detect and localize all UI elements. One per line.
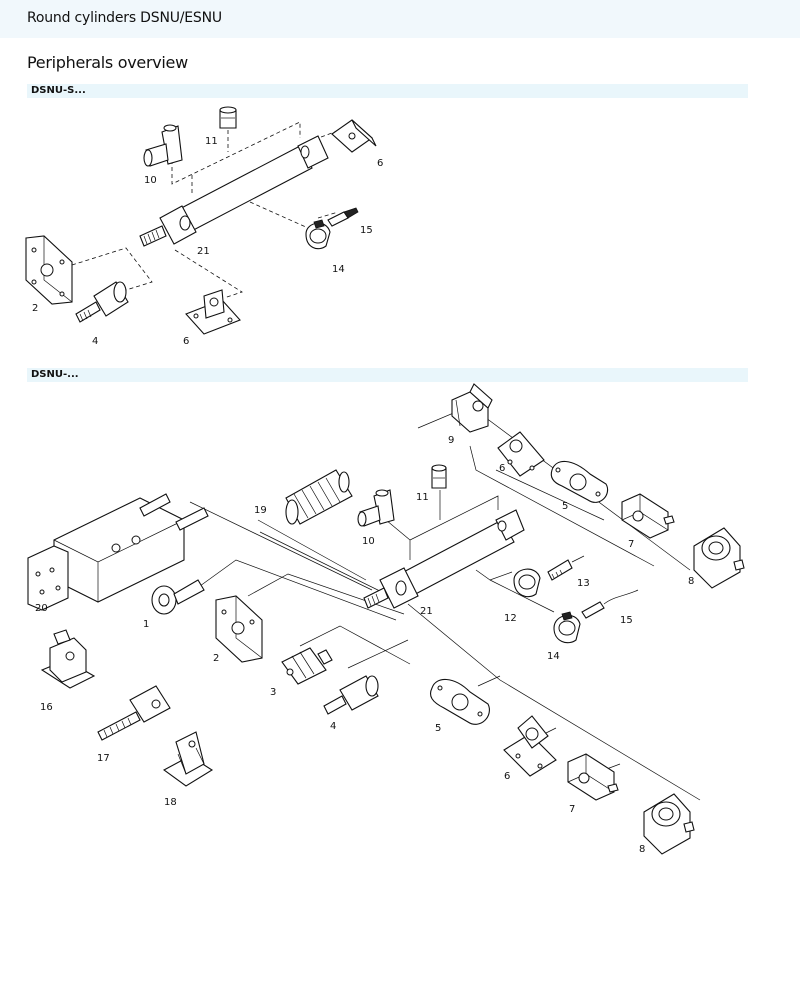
proximity-sensor-15-part bbox=[327, 207, 359, 227]
leader-line bbox=[477, 675, 501, 687]
cylinder-21-part bbox=[139, 135, 329, 247]
callout-6: 6 bbox=[377, 158, 383, 169]
mounting-kit-12-part bbox=[513, 568, 541, 598]
leader-line bbox=[317, 211, 339, 219]
guide-unit-20-part bbox=[27, 493, 209, 611]
callout-5b: 5 bbox=[435, 723, 441, 734]
proximity-sensor-15-part bbox=[581, 589, 639, 619]
leader-line bbox=[257, 519, 367, 581]
callout-14: 14 bbox=[547, 651, 560, 662]
callout-12: 12 bbox=[504, 613, 517, 624]
leader-line bbox=[347, 639, 409, 669]
mounting-kit-14-part bbox=[305, 219, 331, 250]
callout-7: 7 bbox=[628, 539, 634, 550]
leader-line bbox=[489, 579, 555, 613]
self-aligning-rod-coupler-4-part bbox=[75, 281, 129, 323]
callout-2: 2 bbox=[213, 653, 219, 664]
subheading-dsnu-label: DSNU-... bbox=[31, 369, 79, 380]
page-title: Peripherals overview bbox=[27, 53, 188, 72]
trunnion-flange-7-part bbox=[621, 493, 675, 539]
callout-18: 18 bbox=[164, 797, 177, 808]
callout-6: 6 bbox=[499, 463, 505, 474]
callout-6b: 6 bbox=[183, 336, 189, 347]
callout-15: 15 bbox=[360, 225, 373, 236]
clevis-bracket-18-part bbox=[162, 731, 214, 787]
callout-16: 16 bbox=[40, 702, 53, 713]
leader-line bbox=[385, 519, 411, 541]
push-in-fitting-11-part bbox=[431, 464, 447, 489]
leader-line bbox=[174, 249, 243, 299]
swivel-flange-5-part bbox=[550, 460, 608, 503]
leader-line bbox=[249, 201, 309, 229]
callout-19: 19 bbox=[254, 505, 267, 516]
foot-mounting-6b-part bbox=[185, 289, 241, 335]
leader-line bbox=[475, 569, 513, 581]
foot-mounting-6b-part bbox=[503, 715, 557, 777]
callout-5: 5 bbox=[562, 501, 568, 512]
top-header: Round cylinders DSNU/ESNU bbox=[0, 0, 800, 38]
callout-1: 1 bbox=[143, 619, 149, 630]
leader-line bbox=[71, 247, 153, 291]
callout-4: 4 bbox=[92, 336, 98, 347]
leader-line bbox=[259, 531, 391, 597]
trunnion-flange-7b-part bbox=[567, 753, 619, 801]
callout-14: 14 bbox=[332, 264, 345, 275]
diagram-dsnu-s: 11 10 6 15 21 14 2 4 6 bbox=[25, 106, 383, 347]
callout-2: 2 bbox=[32, 303, 38, 314]
leader-line bbox=[407, 603, 701, 801]
clevis-foot-9-part bbox=[451, 383, 493, 433]
swivel-flange-5b-part bbox=[429, 678, 490, 725]
callout-9: 9 bbox=[448, 435, 454, 446]
callout-20: 20 bbox=[35, 603, 48, 614]
callout-7b: 7 bbox=[569, 804, 575, 815]
trunnion-support-8b-part bbox=[643, 793, 695, 855]
document-title: Round cylinders DSNU/ESNU bbox=[27, 10, 222, 26]
protective-bellows-19-part bbox=[285, 469, 353, 525]
proximity-sensor-13-part bbox=[547, 555, 585, 581]
clevis-foot-16-part bbox=[40, 629, 96, 689]
callout-11: 11 bbox=[205, 136, 218, 147]
callout-17: 17 bbox=[97, 753, 110, 764]
leader-line bbox=[199, 559, 397, 621]
callout-3: 3 bbox=[270, 687, 276, 698]
trunnion-support-8-part bbox=[693, 527, 745, 589]
flow-control-valve-10-part bbox=[357, 489, 395, 527]
leader-line bbox=[189, 501, 373, 591]
callout-6b: 6 bbox=[504, 771, 510, 782]
callout-10: 10 bbox=[144, 175, 157, 186]
callout-21: 21 bbox=[420, 606, 433, 617]
mounting-kit-14-part bbox=[553, 611, 581, 644]
foot-mounting-6-part bbox=[497, 431, 545, 477]
callout-13: 13 bbox=[577, 578, 590, 589]
flow-control-valve-10-part bbox=[143, 124, 183, 167]
push-in-fitting-11-part bbox=[219, 106, 237, 129]
leader-line bbox=[299, 625, 411, 665]
subheading-dsnu-s-label: DSNU-S... bbox=[31, 85, 86, 96]
self-aligning-rod-coupler-4-part bbox=[323, 675, 379, 715]
leader-line bbox=[409, 495, 499, 560]
flange-mounting-2-part bbox=[25, 235, 73, 305]
leader-line bbox=[469, 445, 655, 567]
callout-8b: 8 bbox=[639, 844, 645, 855]
diagram-dsnu: 9 6 5 11 19 10 7 8 13 21 20 1 12 15 2 14… bbox=[27, 383, 745, 855]
callout-8: 8 bbox=[688, 576, 694, 587]
subheading-dsnu: DSNU-... bbox=[27, 368, 748, 382]
rod-eye-1-part bbox=[151, 579, 205, 615]
rod-clevis-3-part bbox=[281, 647, 333, 685]
callout-11: 11 bbox=[416, 492, 429, 503]
flange-mounting-2-part bbox=[215, 595, 263, 663]
foot-mounting-6-part bbox=[331, 119, 377, 153]
cylinder-21-part bbox=[363, 509, 525, 609]
callout-10: 10 bbox=[362, 536, 375, 547]
callout-15: 15 bbox=[620, 615, 633, 626]
callout-4: 4 bbox=[330, 721, 336, 732]
callout-21: 21 bbox=[197, 246, 210, 257]
subheading-dsnu-s: DSNU-S... bbox=[27, 84, 748, 98]
rod-clevis-17-part bbox=[97, 685, 171, 741]
leader-line bbox=[495, 469, 605, 521]
